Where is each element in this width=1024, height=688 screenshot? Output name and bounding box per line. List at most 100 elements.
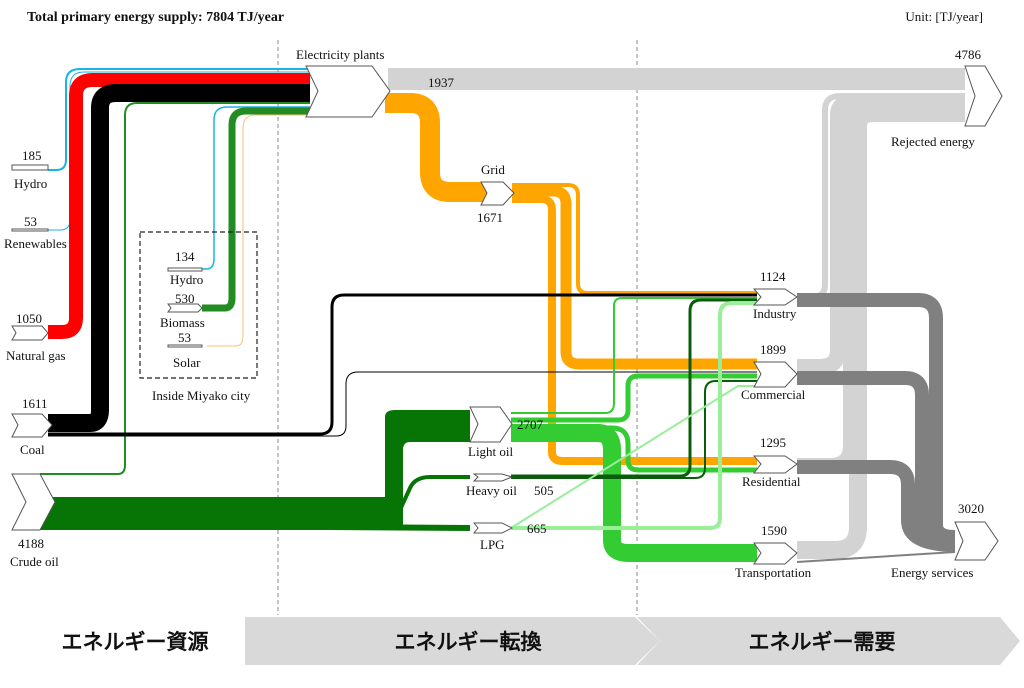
flow-heavyoil-to-industry bbox=[511, 298, 757, 478]
flow-lpg-to-industry bbox=[511, 301, 757, 530]
biomass-node bbox=[167, 303, 203, 313]
energy-services-flows bbox=[796, 293, 956, 563]
industry-value: 1124 bbox=[760, 269, 786, 284]
industry-label: Industry bbox=[753, 306, 797, 321]
grid-node bbox=[480, 181, 515, 206]
lpg-label: LPG bbox=[480, 537, 505, 552]
light-oil-value: 2707 bbox=[517, 417, 544, 432]
residential-value: 1295 bbox=[760, 435, 786, 450]
flow-industry-to-services bbox=[797, 293, 956, 544]
unit-label: Unit: [TJ/year] bbox=[905, 9, 983, 24]
flow-lightoil-to-transport bbox=[511, 424, 757, 562]
lpg-node bbox=[472, 522, 514, 534]
commercial-label: Commercial bbox=[741, 387, 806, 402]
flow-lightoil-to-residential bbox=[511, 425, 757, 473]
renewables-label: Renewables bbox=[4, 236, 67, 251]
flow-transport-to-services bbox=[796, 551, 956, 563]
crudeoil-value: 4188 bbox=[18, 536, 44, 551]
miyako-hydro-value: 134 bbox=[175, 249, 195, 264]
industry-node bbox=[752, 288, 798, 306]
stage-label-sources: エネルギー資源 bbox=[62, 630, 209, 654]
flow-heavyoil-to-commercial bbox=[511, 380, 757, 479]
coal-source-node bbox=[11, 413, 53, 438]
grid-value: 1671 bbox=[477, 210, 503, 225]
flow-grid-to-commercial bbox=[512, 185, 757, 370]
flow-biomass-to-plants bbox=[202, 107, 310, 312]
hydro-value: 185 bbox=[22, 148, 42, 163]
flow-industry-to-rejected bbox=[797, 93, 965, 300]
coal-value: 1611 bbox=[22, 396, 48, 411]
solar-node bbox=[167, 344, 203, 348]
hydro-label: Hydro bbox=[14, 176, 47, 191]
electricity-plants-node bbox=[305, 65, 391, 118]
flow-crudeoil-to-lpg bbox=[39, 522, 471, 531]
flow-transport-to-rejected bbox=[797, 104, 965, 559]
rejected-value: 4786 bbox=[955, 47, 982, 62]
flow-hydro-to-plants bbox=[48, 68, 310, 171]
rejected-label: Rejected energy bbox=[891, 134, 975, 149]
flow-lightoil-to-commercial bbox=[511, 373, 757, 423]
residential-node bbox=[752, 455, 798, 474]
light-oil-label: Light oil bbox=[468, 444, 514, 459]
grid-output-flows bbox=[512, 183, 757, 465]
lpg-value: 665 bbox=[527, 521, 547, 536]
transportation-label: Transportation bbox=[735, 565, 812, 580]
services-label: Energy services bbox=[891, 565, 973, 580]
plant-input-flows bbox=[40, 68, 310, 475]
heavy-oil-node bbox=[472, 473, 514, 482]
diagram-title: Total primary energy supply: 7804 TJ/yea… bbox=[27, 10, 284, 25]
renewables-value: 53 bbox=[24, 214, 37, 229]
coal-direct-flows bbox=[48, 293, 757, 437]
solar-value: 53 bbox=[178, 330, 191, 345]
heavy-oil-label: Heavy oil bbox=[466, 483, 517, 498]
flow-crudeoil-to-heavyoil bbox=[39, 475, 470, 513]
services-value: 3020 bbox=[958, 501, 984, 516]
hydro-source-node bbox=[11, 164, 49, 171]
solar-label: Solar bbox=[173, 355, 201, 370]
coal-label: Coal bbox=[20, 442, 45, 457]
miyako-hydro-node bbox=[167, 267, 203, 272]
electricity-plants-value: 1937 bbox=[428, 75, 455, 90]
flow-plants-to-grid bbox=[385, 93, 487, 202]
energy-services-node bbox=[954, 521, 999, 561]
biomass-label: Biomass bbox=[160, 315, 205, 330]
crudeoil-label: Crude oil bbox=[10, 554, 59, 569]
flow-coal-to-plants bbox=[48, 84, 310, 432]
miyako-box-title: Inside Miyako city bbox=[152, 388, 251, 403]
flow-crudeoil-to-plants bbox=[40, 102, 310, 475]
light-oil-flows bbox=[511, 297, 757, 562]
grid-label: Grid bbox=[481, 162, 505, 177]
renewables-source-node bbox=[11, 228, 49, 232]
stage-arrow-conversion bbox=[245, 617, 660, 665]
flow-grid-to-industry bbox=[512, 183, 757, 295]
rejected-energy-node bbox=[964, 65, 1003, 127]
flow-crudeoil-to-lightoil bbox=[40, 410, 470, 530]
commercial-value: 1899 bbox=[760, 342, 786, 357]
naturalgas-label: Natural gas bbox=[6, 348, 66, 363]
flow-grid-to-residential bbox=[512, 195, 757, 465]
crudeoil-source-node bbox=[11, 473, 56, 531]
flow-naturalgas-to-plants bbox=[48, 73, 310, 339]
naturalgas-value: 1050 bbox=[16, 311, 42, 326]
rejected-energy-flows bbox=[388, 68, 965, 559]
electricity-plants-label: Electricity plants bbox=[296, 47, 384, 62]
flow-residential-to-services bbox=[797, 460, 956, 552]
miyako-box bbox=[139, 231, 258, 379]
flow-lpg-to-commercial bbox=[510, 385, 757, 529]
heavy-oil-value: 505 bbox=[534, 483, 554, 498]
light-oil-node bbox=[469, 406, 513, 443]
stage-label-conversion: エネルギー転換 bbox=[395, 630, 543, 654]
stage-arrow-demand bbox=[637, 617, 1020, 665]
flow-lightoil-to-industry bbox=[511, 297, 757, 414]
flow-coal-to-commercial bbox=[48, 371, 757, 437]
flow-solar-to-plants bbox=[207, 114, 310, 347]
stage-label-demand: エネルギー需要 bbox=[749, 630, 896, 654]
residential-label: Residential bbox=[742, 474, 801, 489]
flow-coal-to-industry bbox=[48, 293, 757, 436]
lpg-flows bbox=[510, 301, 757, 530]
miyako-hydro-label: Hydro bbox=[170, 272, 203, 287]
heavy-oil-flows bbox=[511, 298, 757, 479]
flow-commercial-to-rejected bbox=[797, 94, 965, 375]
transportation-value: 1590 bbox=[761, 523, 787, 538]
